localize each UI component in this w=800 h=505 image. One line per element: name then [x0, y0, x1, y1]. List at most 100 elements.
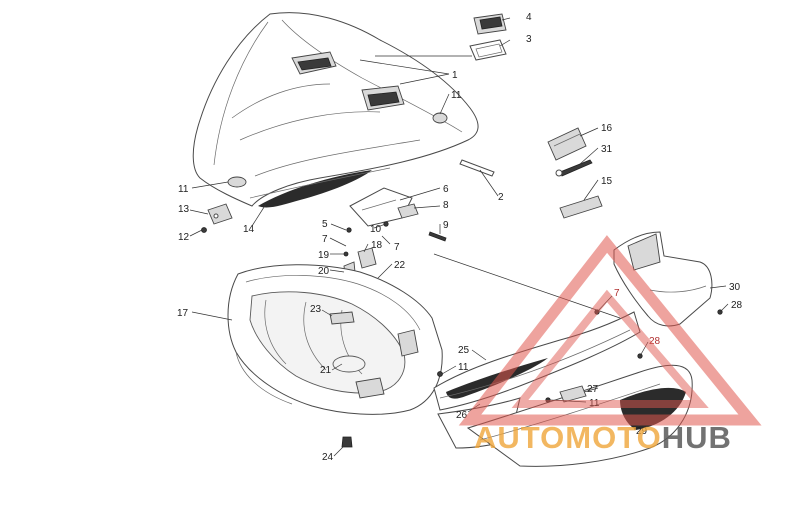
callout-27: 27 — [587, 384, 599, 395]
callout-2: 2 — [498, 192, 504, 203]
callout-13: 13 — [178, 204, 190, 215]
tub-wall-left — [264, 299, 287, 365]
tub-hinge-mount — [397, 329, 419, 357]
leader-23 — [321, 309, 333, 317]
hood-vent-left-slot — [297, 57, 332, 71]
front-guard-edge — [649, 285, 707, 293]
leader-5 — [330, 223, 347, 231]
tub-rim — [245, 275, 421, 331]
hood-clip-left — [227, 176, 247, 188]
callout-19: 19 — [318, 250, 330, 261]
callout-29: 29 — [636, 426, 648, 437]
callout-16: 16 — [601, 123, 613, 134]
callout-11c: 11 — [458, 362, 469, 373]
callout-31: 31 — [601, 144, 613, 155]
leader-24 — [333, 445, 345, 457]
clip-part-18 — [357, 247, 377, 269]
leader-25 — [471, 349, 487, 361]
tub-inner-floor — [249, 291, 406, 394]
hood-clip-right — [432, 112, 448, 124]
callout-5: 5 — [322, 219, 328, 230]
leader-4 — [501, 17, 511, 21]
strap-part-15 — [559, 195, 603, 219]
leader-7a — [329, 237, 347, 247]
leader-16 — [579, 127, 599, 137]
fastener-part-24 — [341, 436, 353, 448]
hood-crease-left — [213, 21, 269, 166]
bracket-plate — [207, 203, 233, 225]
leader-28b — [719, 303, 729, 313]
leader-20 — [329, 269, 345, 273]
vent-gasket-inner — [475, 43, 503, 58]
callout-12: 12 — [178, 232, 190, 243]
leader-18 — [363, 243, 369, 253]
callout-labels: 1 2 3 4 5 6 7 7 7 8 9 10 11 11 11 11 12 … — [177, 12, 743, 463]
callout-30: 30 — [729, 282, 741, 293]
hood-assembly — [192, 12, 479, 208]
hood-trim-line — [249, 167, 391, 199]
callout-4: 4 — [526, 12, 532, 23]
watermark-triangle-inner — [511, 289, 709, 408]
callout-3: 3 — [526, 34, 532, 45]
callout-18: 18 — [371, 240, 383, 251]
leader-31 — [579, 147, 599, 165]
callout-8: 8 — [443, 200, 449, 211]
watermark-text: AUTOMOTOHUB — [474, 420, 732, 455]
callout-1: 1 — [452, 70, 458, 81]
front-guard-wing — [627, 233, 661, 271]
leader-1 — [399, 73, 450, 85]
leader-27 — [583, 387, 599, 393]
leader-8 — [413, 205, 441, 209]
leader-21 — [331, 363, 343, 371]
watermark: AUTOMOTOHUB — [458, 235, 762, 455]
leader-13 — [189, 209, 209, 215]
screw-part-12 — [201, 227, 207, 233]
callout-7b: 7 — [394, 242, 400, 253]
leader-assembly-link — [433, 253, 621, 319]
leader-11c — [441, 365, 457, 375]
callout-15: 15 — [601, 176, 613, 187]
leader-6 — [399, 187, 441, 201]
vent-cover-slot — [479, 16, 503, 30]
front-guard-part-30 — [613, 231, 723, 327]
latch-bracket-fold — [361, 199, 397, 211]
side-panel-edge — [439, 329, 631, 399]
callout-7c: 7 — [614, 288, 620, 299]
wrench-head — [555, 169, 563, 177]
leader-10 — [373, 223, 387, 229]
hood-outline — [192, 12, 479, 207]
nut-part-5 — [346, 227, 352, 233]
callout-11b: 11 — [178, 184, 189, 195]
leader-2 — [479, 169, 499, 197]
watermark-word-moto: MOTO — [565, 420, 661, 455]
wrench-part-31 — [559, 159, 593, 177]
callout-24: 24 — [322, 452, 334, 463]
storage-tub-part-17 — [227, 264, 443, 448]
leader-3 — [499, 39, 511, 47]
vent-trim-parts — [469, 13, 507, 61]
callout-7a: 7 — [322, 234, 328, 245]
tub-base-edge — [235, 351, 293, 405]
latch-hardware — [346, 187, 447, 242]
screw-part-11-lower — [437, 371, 443, 377]
leader-12 — [189, 229, 203, 237]
hood-graphic-decal — [258, 170, 372, 208]
callout-9: 9 — [443, 220, 449, 231]
callout-10: 10 — [370, 224, 382, 235]
callout-20: 20 — [318, 266, 330, 277]
vent-gasket-part-3 — [469, 39, 507, 61]
watermark-word-auto: AUTO — [474, 420, 565, 455]
side-panel-right-edge — [479, 383, 661, 441]
leader-17 — [191, 311, 233, 321]
leader-11a — [439, 93, 450, 115]
bracket-part-13 — [201, 203, 233, 233]
callout-28a: 28 — [649, 336, 661, 347]
latch-plate-part-8 — [397, 203, 419, 219]
leader-15 — [583, 179, 599, 201]
leader-1b — [359, 59, 450, 75]
callout-17: 17 — [177, 308, 189, 319]
bolt-part-9 — [428, 231, 447, 242]
tub-drain-part-21 — [332, 355, 366, 373]
